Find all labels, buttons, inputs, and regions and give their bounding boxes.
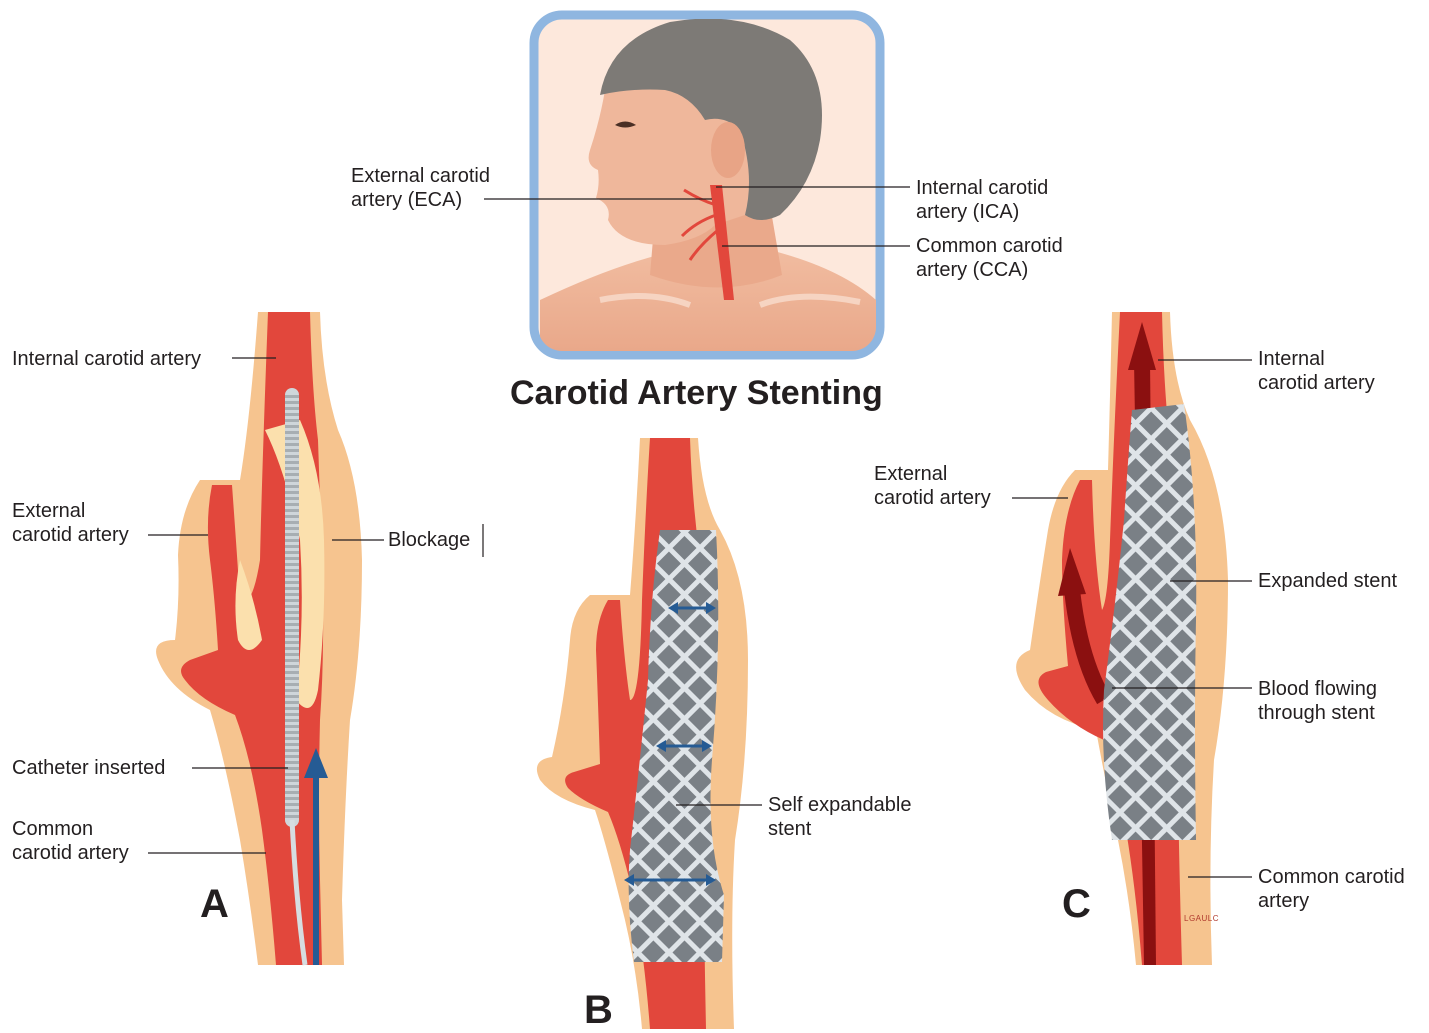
panel-c-vessel: [1016, 312, 1228, 965]
head-inset: [534, 15, 880, 355]
panel-a-label-blockage: Blockage: [388, 528, 470, 552]
panel-c-label-external: External carotid artery: [874, 462, 991, 510]
panel-b-label-stent: Self expandable stent: [768, 793, 911, 841]
label-external-carotid-eca: External carotid artery (ECA): [351, 164, 490, 212]
panel-a-label-common: Common carotid artery: [12, 817, 129, 865]
panel-a-letter: A: [200, 882, 229, 927]
panel-b-letter: B: [584, 988, 613, 1033]
panel-c-label-blood-flow: Blood flowing through stent: [1258, 677, 1377, 725]
panel-c-label-common: Common carotid artery: [1258, 865, 1405, 913]
panel-a-label-external: External carotid artery: [12, 499, 129, 547]
panel-c-label-internal: Internal carotid artery: [1258, 347, 1375, 395]
artist-signature: LGAULC: [1184, 914, 1219, 923]
panel-a-label-catheter: Catheter inserted: [12, 756, 165, 780]
panel-a-label-internal: Internal carotid artery: [12, 347, 201, 371]
panel-c-label-expanded: Expanded stent: [1258, 569, 1397, 593]
page-title: Carotid Artery Stenting: [510, 374, 930, 413]
ear: [711, 122, 745, 178]
panel-c-letter: C: [1062, 882, 1091, 927]
label-common-carotid-cca: Common carotid artery (CCA): [916, 234, 1063, 282]
label-internal-carotid-ica: Internal carotid artery (ICA): [916, 176, 1048, 224]
panel-a-vessel: [156, 312, 362, 965]
panel-b-vessel: [537, 438, 748, 1029]
